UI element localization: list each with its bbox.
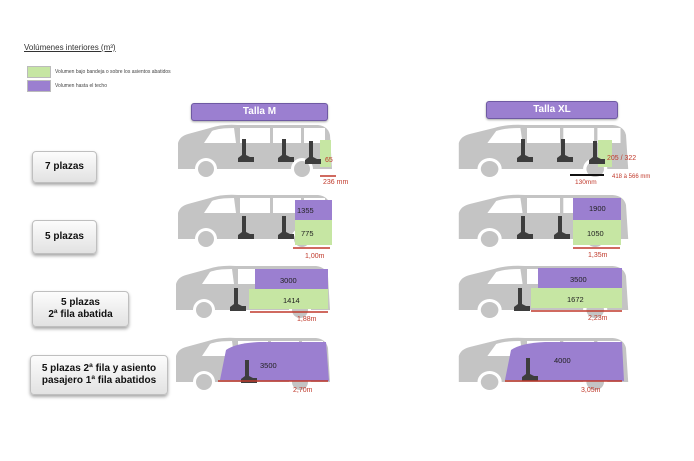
xl-5-length: 1,35m: [588, 252, 608, 259]
row-label-5-plazas-2a-1a-abatidos: 5 plazas 2ª fila y asiento pasajero 1ª f…: [30, 355, 168, 395]
green-volume: [573, 220, 621, 245]
xl-5c-purple-value: 4000: [554, 356, 571, 365]
row-label-5-plazas-2a-abatida: 5 plazas 2ª fila abatida: [32, 291, 129, 327]
m-5-green-value: 775: [301, 229, 314, 238]
m-7-green-value: 65: [325, 157, 333, 164]
purple-volume: [538, 268, 622, 288]
m-5-purple-value: 1355: [297, 206, 314, 215]
xl-5b-purple-value: 3500: [570, 275, 587, 284]
purple-volume: [573, 198, 621, 220]
van-m-5-plazas-all-abatidos: [176, 337, 330, 393]
xl-7-green-value: 205 / 322: [607, 155, 636, 162]
van-xl-5-plazas-all-abatidos: [458, 337, 629, 393]
van-xl-7-plazas: [458, 124, 629, 180]
xl-5b-length: 2,23m: [588, 315, 608, 322]
xl-5-purple-value: 1900: [589, 204, 606, 213]
m-5b-length: 1,88m: [297, 316, 317, 323]
legend-label-green: Volumen bajo bandeja o sobre los asiento…: [55, 69, 171, 75]
column-header-talla-xl: Talla XL: [486, 101, 618, 119]
purple-volume: [255, 269, 328, 289]
xl-5-green-value: 1050: [587, 229, 604, 238]
van-m-5-plazas: [178, 194, 332, 250]
m-5c-length: 2,70m: [293, 387, 313, 394]
row-label-7-plazas: 7 plazas: [32, 151, 97, 183]
green-volume: [249, 289, 328, 309]
xl-5c-length: 3,05m: [581, 387, 601, 394]
xl-5b-green-value: 1672: [567, 295, 584, 304]
purple-volume: [505, 342, 624, 381]
column-header-talla-m: Talla M: [191, 103, 328, 121]
purple-volume: [295, 200, 332, 220]
m-7-length: 236 mm: [323, 179, 348, 186]
m-5b-purple-value: 3000: [280, 276, 297, 285]
row-label-5-plazas: 5 plazas: [32, 220, 97, 254]
diagram-title: Volúmenes interiores (m³): [24, 43, 116, 52]
van-m-5-plazas-2a-abatida: [176, 265, 330, 321]
van-xl-5-plazas: [458, 194, 629, 250]
xl-7-length-b: 418 à 566 mm: [612, 174, 650, 180]
van-m-7-plazas: [178, 124, 336, 180]
legend-swatch-green: [27, 66, 51, 78]
legend-label-purple: Volumen hasta el techo: [55, 83, 107, 89]
m-5-length: 1,00m: [305, 253, 325, 260]
green-volume: [320, 140, 331, 167]
m-5b-green-value: 1414: [283, 296, 300, 305]
legend-swatch-purple: [27, 80, 51, 92]
van-xl-5-plazas-2a-abatida: [458, 265, 629, 321]
xl-7-length-a: 130mm: [575, 179, 597, 186]
green-volume: [531, 288, 622, 308]
green-volume: [295, 220, 332, 245]
m-5c-purple-value: 3500: [260, 361, 277, 370]
